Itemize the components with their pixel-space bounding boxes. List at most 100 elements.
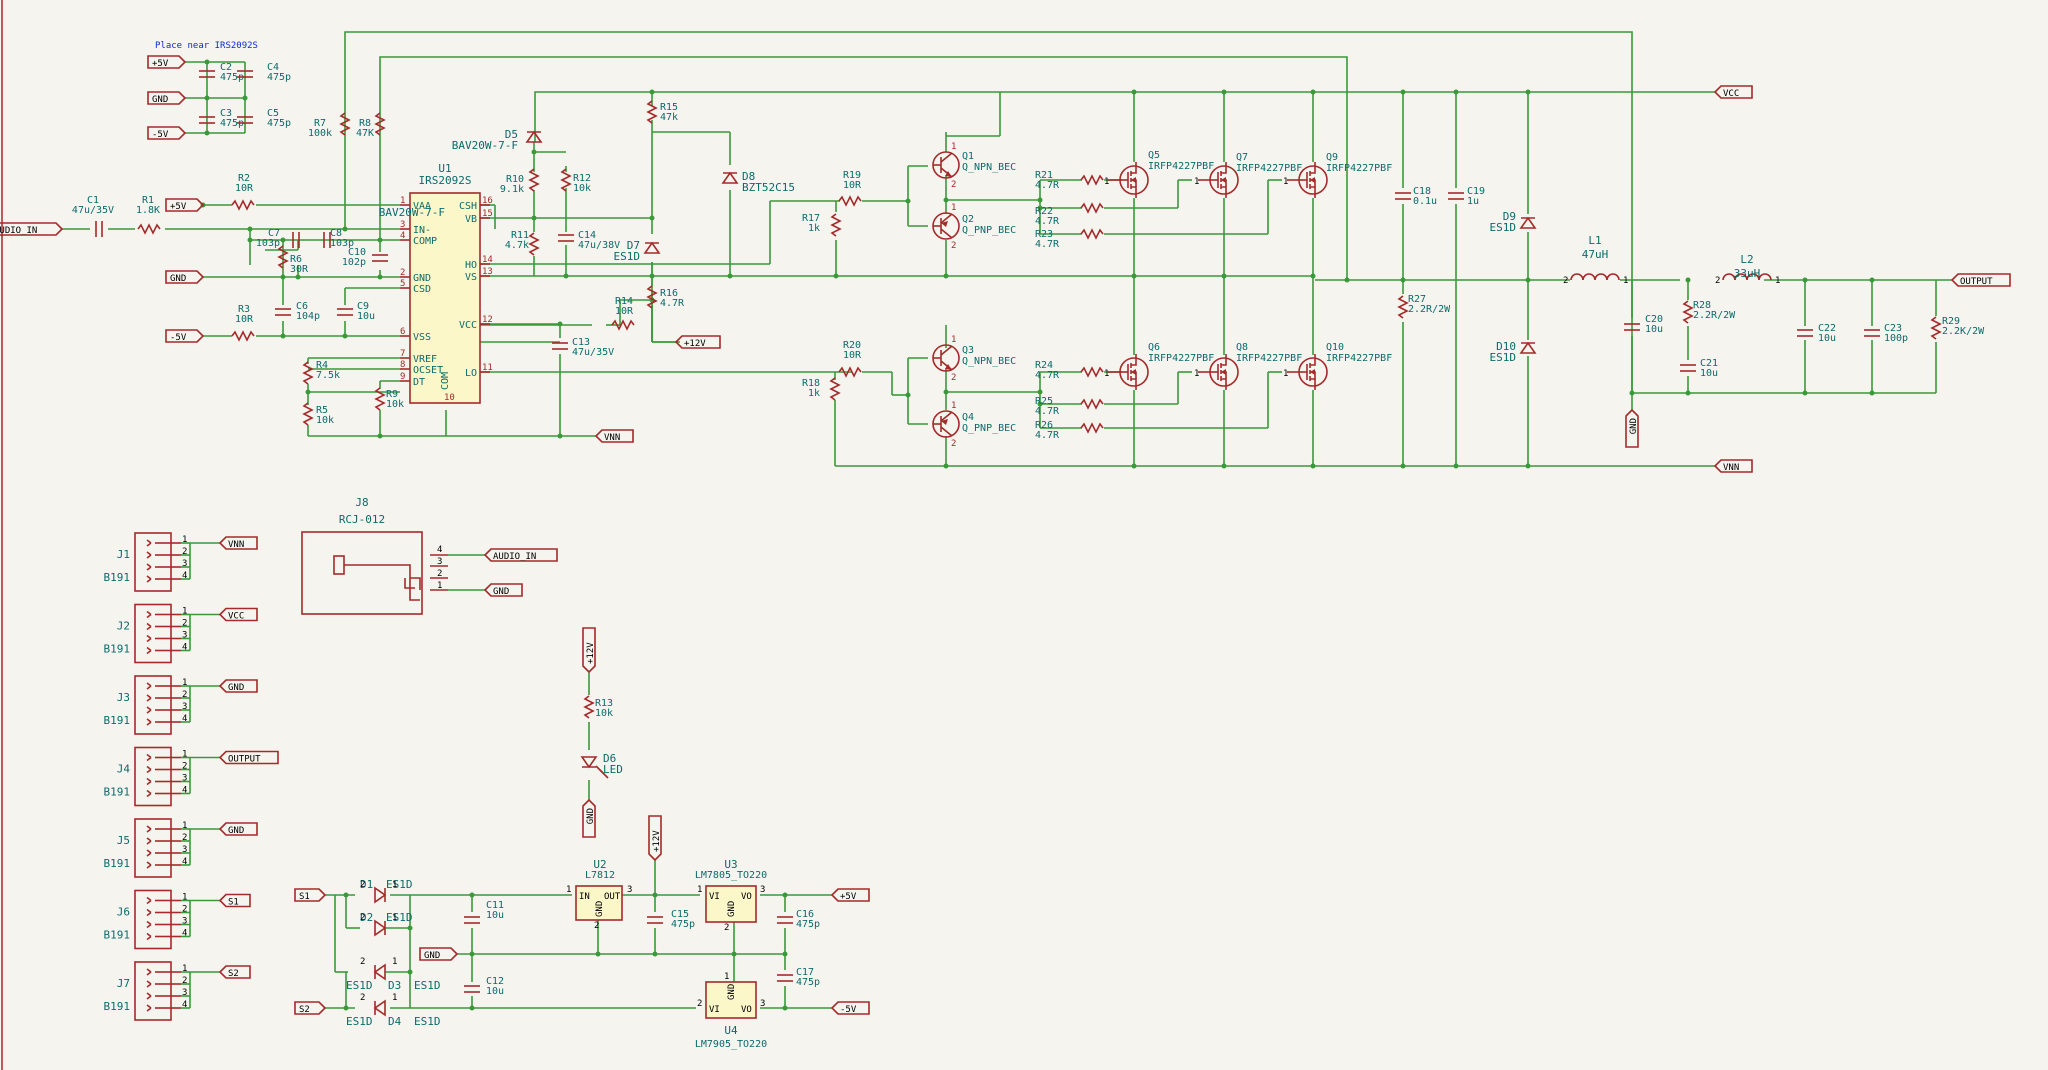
c12-value: 10u [486, 986, 504, 997]
connector-j6-pin3: 3 [182, 917, 187, 927]
jack-j8[interactable]: 4 3 2 1 [301, 531, 448, 615]
regulator-labels[interactable]: U2L7812U3LM7805_TO220U4LM7905_TO220J8RCJ… [339, 206, 767, 1050]
u1-pinnum-r1: 15 [482, 209, 493, 219]
r19-ref: R19 [843, 170, 861, 181]
c15-ref: C15 [671, 909, 689, 920]
resistor-r4[interactable]: R47.5k [302, 360, 340, 385]
regulator-u3[interactable]: VI VO GND 1 3 2 [697, 885, 765, 933]
ic-u1[interactable]: U1 IRS2092S VAA1IN-3COMP4GND2CSD5VSS6VRE… [400, 162, 493, 404]
regulator-u4[interactable]: VI VO GND 2 3 1 [697, 972, 765, 1019]
u1-pinnum-l3: 2 [400, 268, 405, 278]
resistor-r1[interactable]: R11.8K [136, 195, 161, 235]
d4-value: ES1D [414, 1015, 441, 1028]
c4-value: 475p [267, 72, 291, 83]
q6-pin-g: 1 [1104, 369, 1109, 379]
r15-ref: R15 [660, 102, 678, 113]
u1-pin-dt: DT [413, 377, 425, 388]
regulator-u2[interactable]: IN OUT GND 1 3 2 [566, 885, 632, 931]
